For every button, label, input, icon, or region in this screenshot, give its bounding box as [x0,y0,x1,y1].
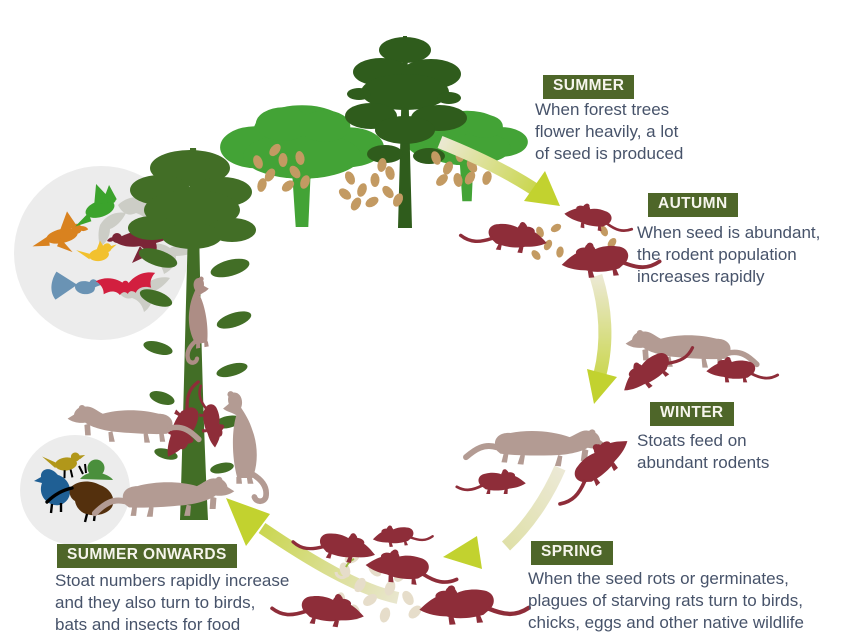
stage-summer-onwards-label: SUMMER ONWARDS [57,544,237,568]
winter-stoat-group [613,330,780,403]
yellow-bird-icon [76,240,117,262]
snail-icon [78,459,113,480]
native-wildlife-circle-icon [20,435,130,545]
rat-icon [704,355,780,384]
cycle-arrow-icon [437,135,560,206]
red-bat-icon [95,272,156,296]
autumn-rats [457,198,663,283]
stage-autumn-text: When seed is abundant, the rodent popula… [637,223,821,286]
cycle-arrow-icon [443,465,566,569]
green-pigeon-icon [75,183,117,227]
cycle-arrow-icon [587,274,617,404]
cycle-arrow-icon [226,498,400,604]
rat-icon [418,580,530,627]
stage-winter-text: Stoats feed on abundant rodents [637,431,770,472]
rat-icon [362,544,461,591]
stage-autumn-label: AUTUMN [648,193,738,217]
takahe-icon [34,469,71,514]
stage-summer-onwards-text: Stoat numbers rapidly increase and they … [55,571,290,634]
stage-spring-label: SPRING [531,541,613,565]
rat-icon [457,212,551,259]
olive-songbird-icon [42,452,86,479]
stoat-icon [223,391,266,501]
rat-icon [455,467,528,496]
stage-summer-label: SUMMER [543,75,635,99]
rat-icon [370,519,435,550]
blue-wren-icon [51,271,103,300]
rat-icon [561,198,637,238]
stage-winter-label: WINTER [650,402,734,426]
stage-summer-text: When forest trees flower heavily, a lot … [535,100,684,163]
stage-spring-text: When the seed rots or germinates, plague… [528,569,804,632]
orange-parrot-icon [32,211,89,253]
